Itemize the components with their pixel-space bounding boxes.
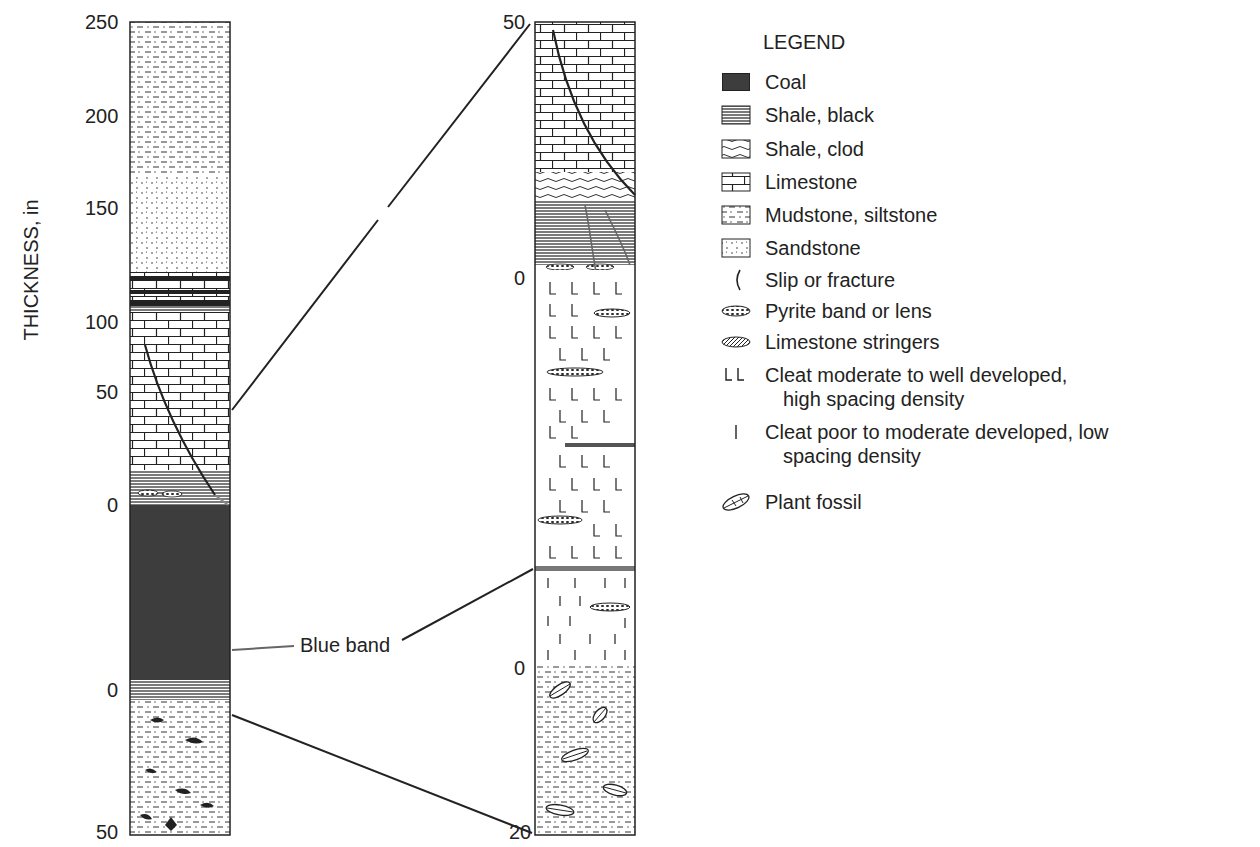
axis-tick: 50 xyxy=(96,380,118,404)
axis-tick: 250 xyxy=(85,10,118,34)
legend-title: LEGEND xyxy=(763,30,845,54)
axis-tick: 0 xyxy=(514,656,525,680)
legend-swatch xyxy=(722,73,750,91)
legend-label: Mudstone, siltstone xyxy=(765,203,1110,227)
legend-label: Cleat moderate to well developed, high s… xyxy=(765,363,1110,411)
axis-tick: 0 xyxy=(514,266,525,290)
legend-label: Cleat poor to moderate developed, low sp… xyxy=(765,420,1110,468)
axis-tick: 50 xyxy=(503,10,525,34)
axis-tick: 0 xyxy=(107,678,118,702)
axis-tick: 100 xyxy=(85,310,118,334)
axis-title: THICKNESS, in xyxy=(18,199,42,340)
callout-label: Blue band xyxy=(300,633,390,657)
legend-label: Limestone xyxy=(765,170,1110,194)
legend-label: Coal xyxy=(765,70,1110,94)
legend-label: Slip or fracture xyxy=(765,268,1110,292)
axis-tick: 20 xyxy=(509,820,531,844)
axis-tick: 50 xyxy=(96,820,118,844)
axis-tick: 0 xyxy=(107,493,118,517)
axis-tick: 200 xyxy=(85,104,118,128)
legend-label: Sandstone xyxy=(765,236,1110,260)
axis-tick: 150 xyxy=(85,196,118,220)
legend-label: Shale, black xyxy=(765,103,1110,127)
legend-label: Pyrite band or lens xyxy=(765,299,1110,323)
legend-label: Plant fossil xyxy=(765,490,1110,514)
legend-label: Limestone stringers xyxy=(765,330,1110,354)
legend-label: Shale, clod xyxy=(765,137,1110,161)
